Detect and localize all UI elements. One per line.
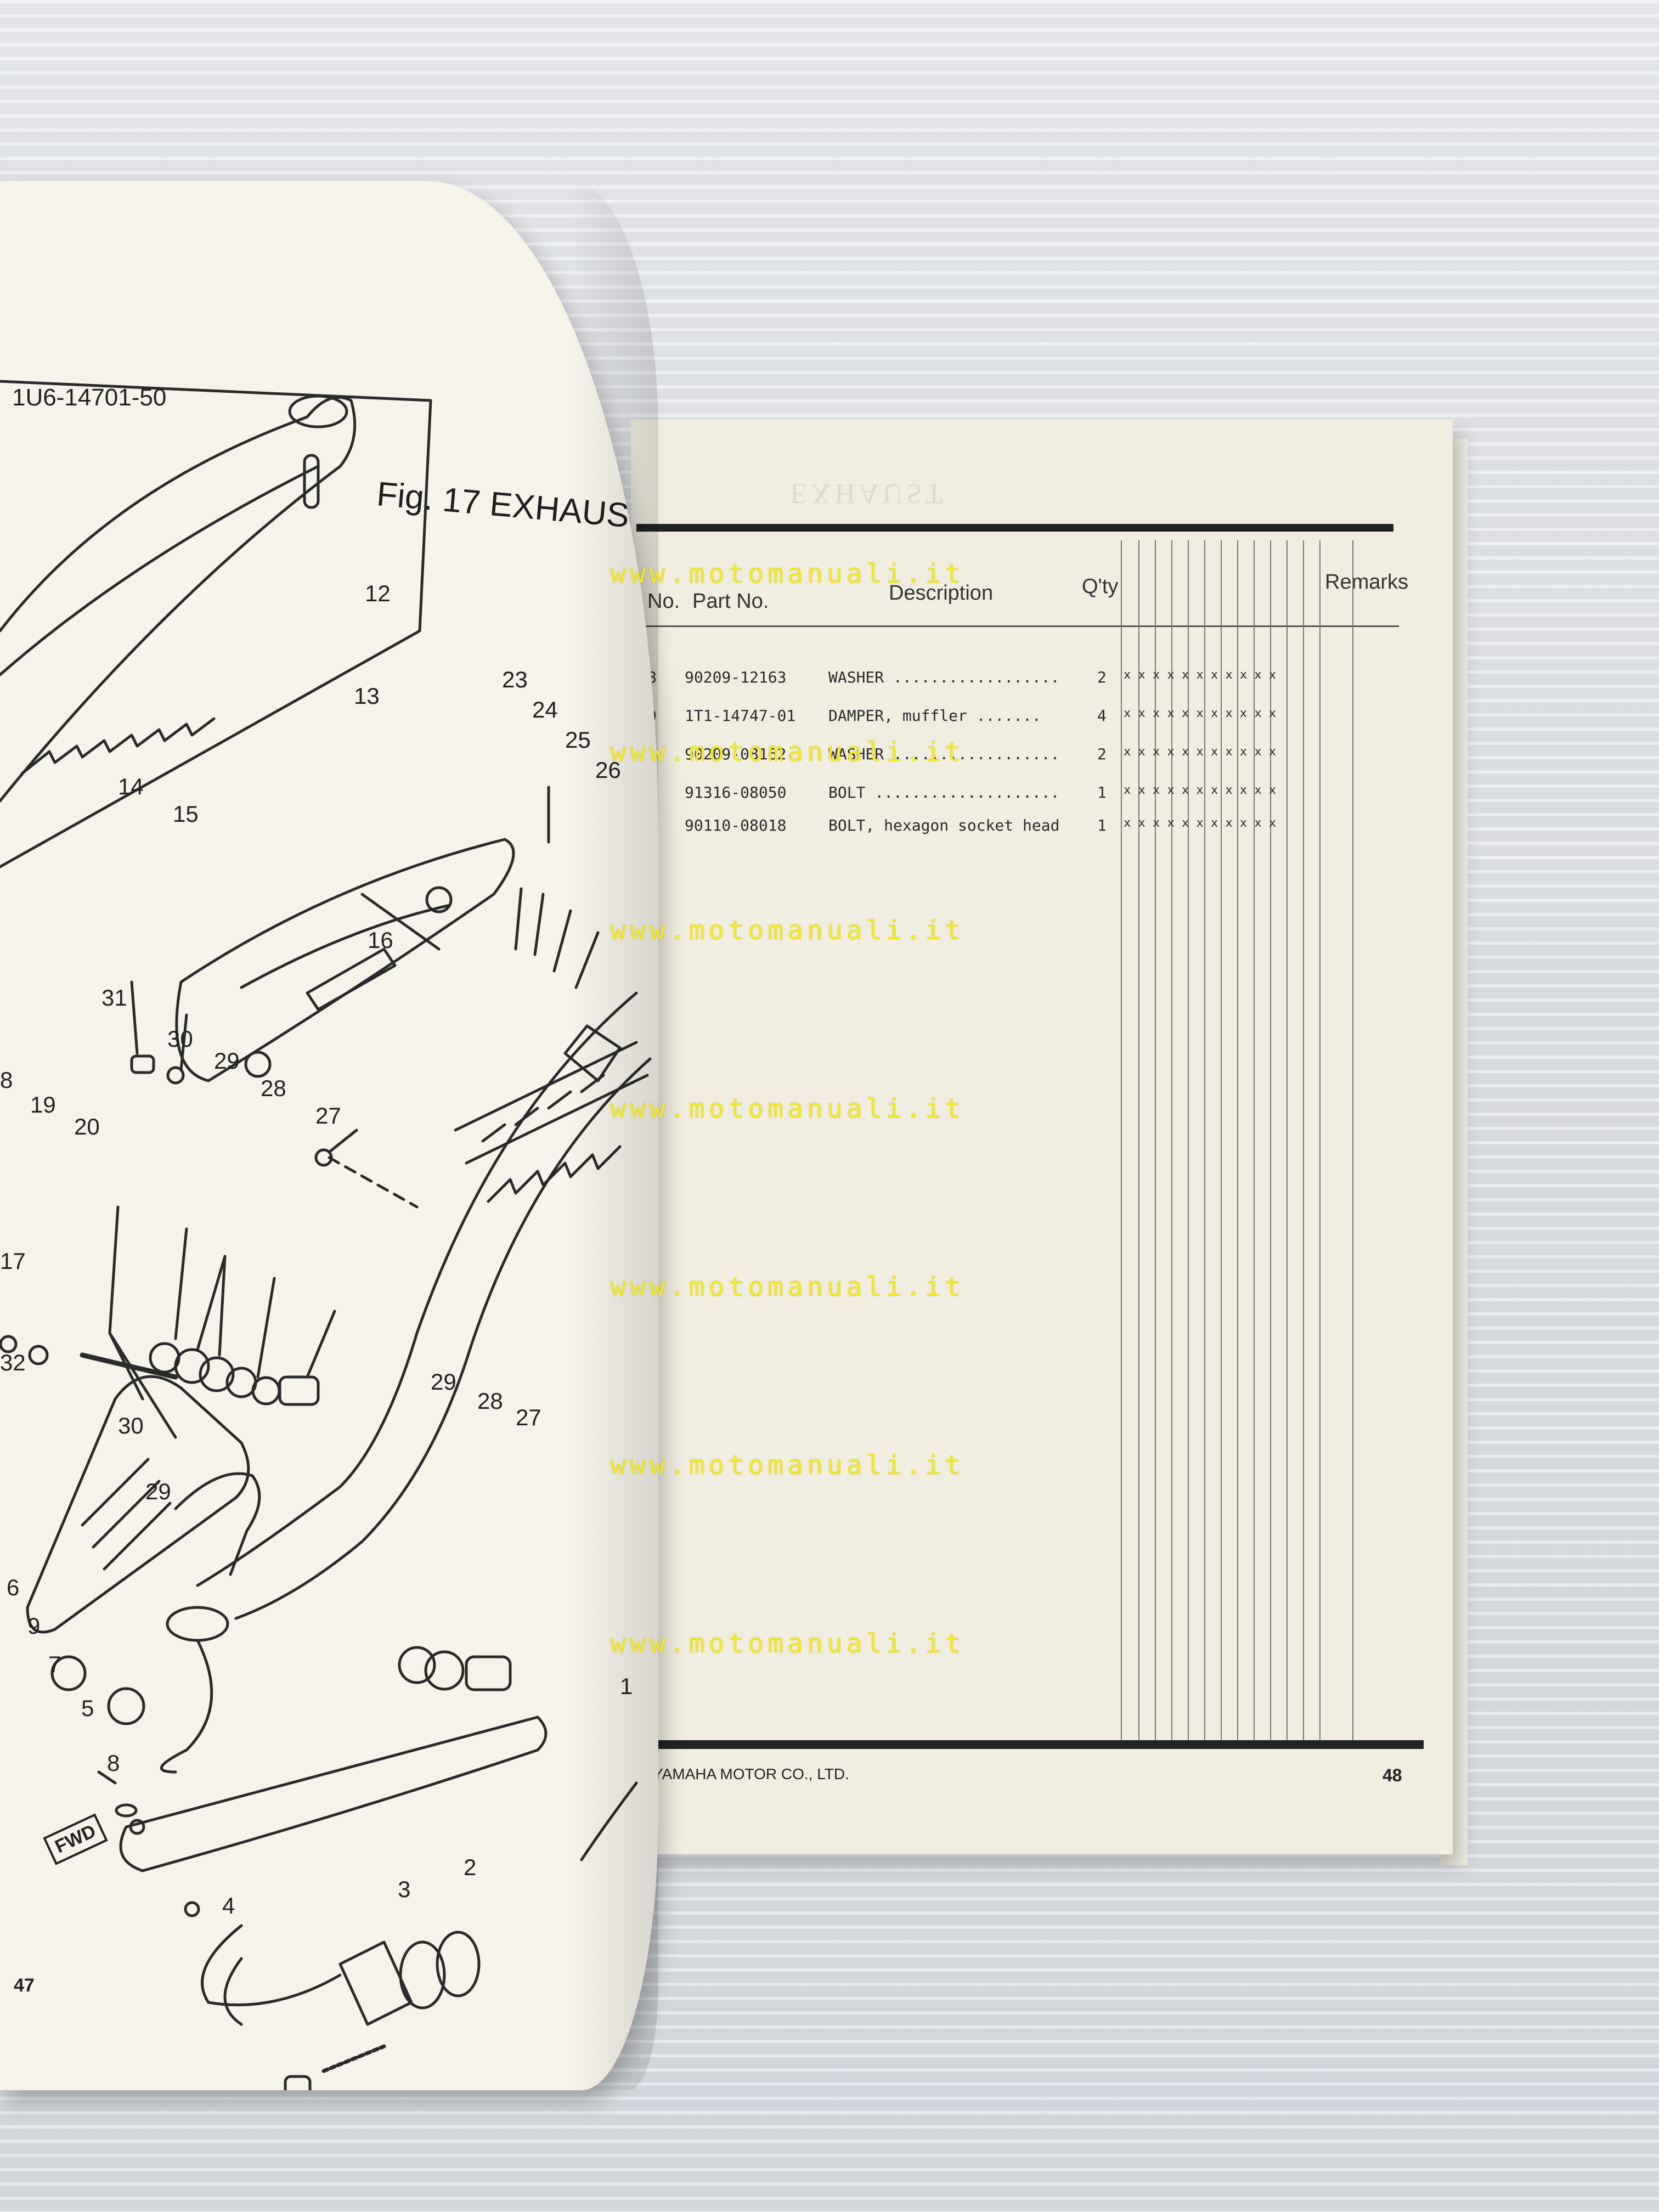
watermark: www.motomanuali.it [610,558,965,589]
watermark: www.motomanuali.it [610,915,965,946]
callout-26: 26 [595,757,621,783]
callout-8: 8 [107,1750,120,1776]
callout-2: 2 [464,1854,477,1880]
callout-3: 3 [398,1876,411,1902]
callout-5: 5 [81,1695,94,1721]
watermark: www.motomanuali.it [610,1093,965,1124]
callout-8: 8 [0,1067,13,1093]
callout-28: 28 [261,1075,286,1101]
callout-14: 14 [118,774,144,799]
callout-29: 29 [145,1479,171,1504]
watermark: www.motomanuali.it [610,1272,965,1302]
callout-20: 20 [74,1114,100,1139]
header-part-no: Part No. [692,590,769,613]
left-page: Fig. 17 EXHAUST 1U6-14701-50 12 13 23 24… [0,181,658,2090]
callout-7: 7 [48,1651,61,1677]
header-ref-no: No. [647,590,680,613]
header-description: Description [889,582,994,605]
footer-company: YAMAHA MOTOR CO., LTD. [653,1765,849,1782]
header-remarks: Remarks [1325,571,1409,594]
right-page-number: 48 [1383,1765,1402,1785]
watermark: www.motomanuali.it [610,1450,965,1481]
callout-6: 6 [7,1575,20,1600]
callout-4: 4 [222,1893,235,1918]
callout-19: 19 [30,1092,56,1118]
callout-27: 27 [315,1103,341,1128]
watermark: www.motomanuali.it [610,737,965,768]
bleed-through-text: EXHAUST [790,478,946,509]
callout-31: 31 [101,985,127,1011]
callout-9: 9 [27,1613,41,1639]
callout-23: 23 [502,667,528,692]
callout-24: 24 [532,697,558,723]
header-qty: Q'ty [1082,575,1119,598]
right-page [631,420,1453,1854]
callout-28: 28 [477,1388,503,1414]
exhaust-diagram [0,380,652,2090]
left-page-number: 47 [14,1975,35,1996]
table-top-rule [636,524,1393,532]
callout-30: 30 [118,1413,144,1438]
assembly-part-code: 1U6-14701-50 [12,384,167,411]
callout-25: 25 [565,727,591,753]
callout-29: 29 [214,1048,240,1074]
callout-13: 13 [354,683,380,709]
callout-27: 27 [516,1404,541,1430]
callout-30: 30 [167,1026,193,1052]
callout-1: 1 [620,1673,633,1699]
watermark: www.motomanuali.it [610,1628,965,1659]
table-header-rule [642,625,1399,627]
callout-17: 17 [0,1248,26,1274]
callout-16: 16 [368,927,393,953]
table-bottom-rule [636,1740,1424,1749]
callout-29: 29 [431,1369,456,1395]
callout-32: 32 [0,1350,26,1375]
callout-15: 15 [173,801,199,827]
callout-12: 12 [365,580,391,606]
